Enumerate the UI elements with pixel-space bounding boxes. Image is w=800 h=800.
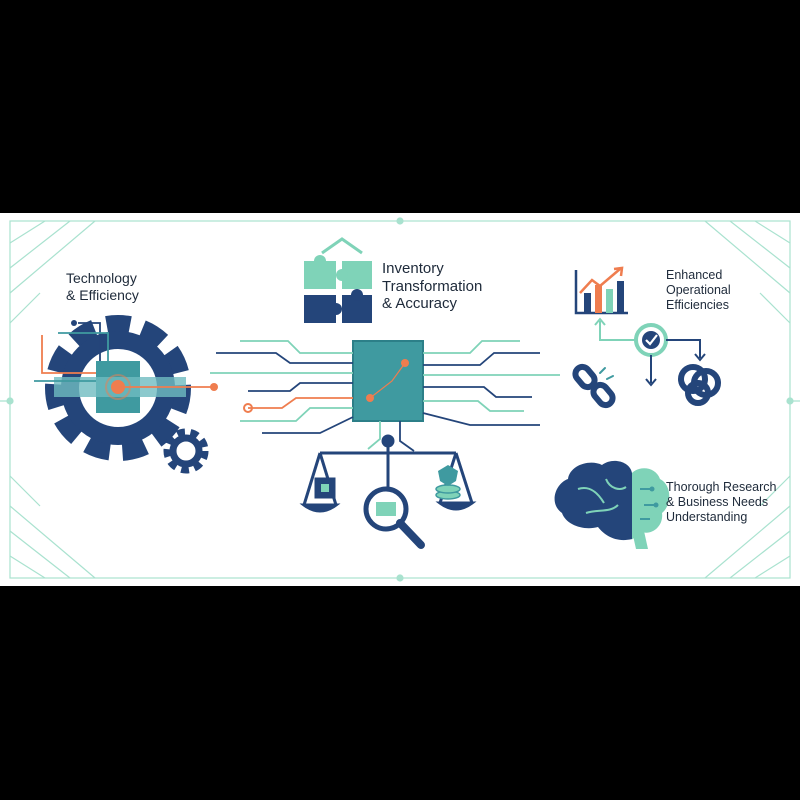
- label-line: & Accuracy: [382, 295, 458, 313]
- knot-icon: [678, 364, 721, 406]
- label-technology-efficiency: Technology & Efficiency: [66, 270, 139, 303]
- label-line: & Business Needs: [666, 494, 769, 509]
- label-line: Enhanced: [666, 268, 723, 282]
- decorative-frame: [0, 217, 800, 582]
- brain-icon: [554, 460, 670, 549]
- check-circle-icon: [634, 323, 668, 357]
- circuit-chip-icon: [352, 340, 424, 422]
- flow-arrows: [594, 317, 706, 387]
- label-line: Transformation: [382, 277, 483, 295]
- small-gear-icon: [163, 428, 209, 474]
- label-line: Inventory: [382, 260, 444, 277]
- label-line: Efficiencies: [666, 297, 729, 312]
- label-research-understanding: Thorough Research & Business Needs Under…: [666, 480, 776, 524]
- label-line: & Efficiency: [66, 286, 139, 303]
- balance-scale-icon: [299, 434, 477, 518]
- label-line: Operational: [666, 282, 731, 297]
- broken-link-icon: [572, 363, 616, 409]
- puzzle-icon: [304, 237, 372, 323]
- infographic-graphic: [0, 217, 800, 582]
- circuit-traces: [210, 340, 560, 452]
- gear-icon: [45, 315, 191, 461]
- gear-circuit-lines: [34, 320, 218, 391]
- label-line: Technology: [66, 270, 137, 286]
- magnifier-icon: [363, 486, 425, 549]
- infographic-panel: Technology & Efficiency Inventory Transf…: [0, 213, 800, 586]
- label-inventory-transformation: Inventory Transformation & Accuracy: [382, 260, 482, 313]
- label-line: Understanding: [666, 509, 748, 524]
- label-operational-efficiencies: Enhanced Operational Efficiencies: [666, 268, 731, 312]
- bar-chart-icon: [574, 266, 628, 315]
- label-line: Thorough Research: [666, 480, 777, 494]
